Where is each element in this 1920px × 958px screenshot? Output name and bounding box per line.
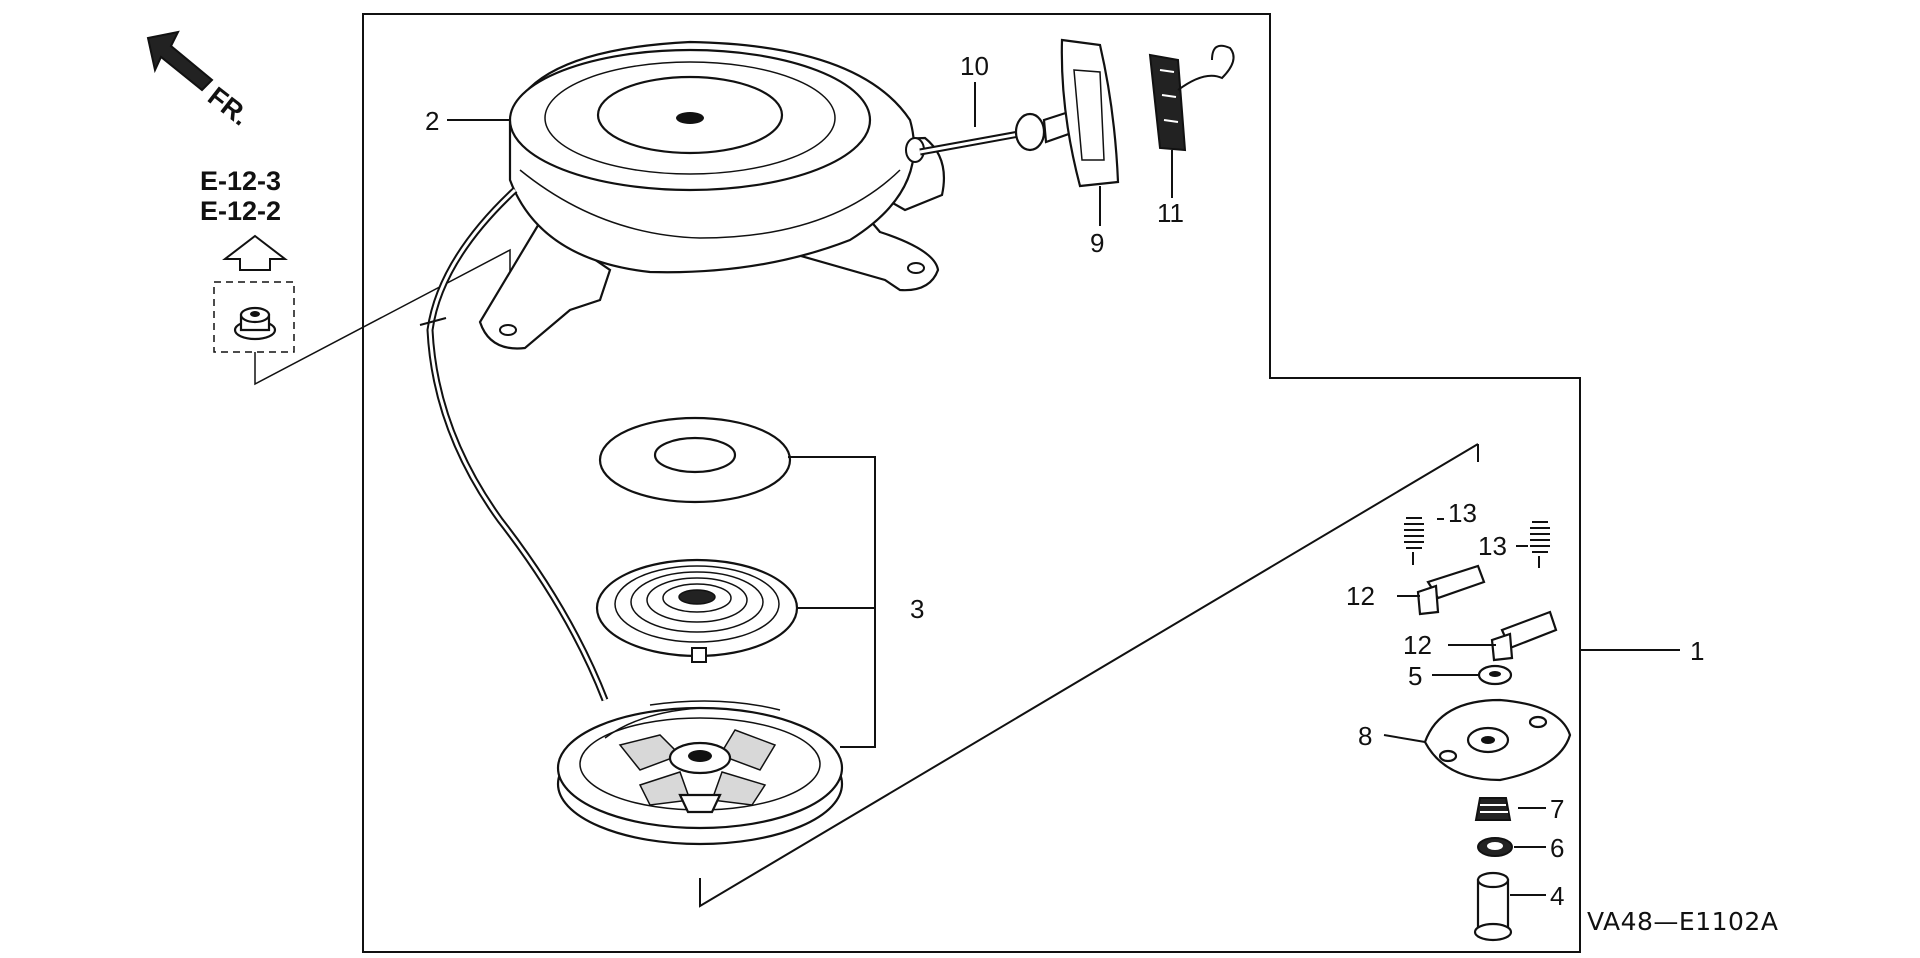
ratchet-guide	[1423, 698, 1572, 782]
starter-grip	[1014, 38, 1120, 188]
callout-13-right: 13	[1478, 531, 1507, 561]
diagram-code: VA48—E1102A	[1587, 907, 1778, 936]
starter-rope-inner	[919, 130, 1031, 154]
callout-13-left: 13	[1448, 498, 1477, 528]
collar	[1473, 871, 1513, 942]
callout-4: 4	[1550, 881, 1564, 911]
front-direction-indicator: FR.	[146, 30, 255, 132]
friction-spring-right	[1530, 521, 1550, 568]
callout-1: 1	[1690, 636, 1704, 666]
callout-12-lower: 12	[1403, 630, 1432, 660]
callout-12-upper: 12	[1346, 581, 1375, 611]
flange-nut-icon	[233, 306, 277, 341]
assembly-bracket	[699, 443, 1479, 908]
part3-bracket	[788, 456, 876, 748]
callout-6: 6	[1550, 833, 1564, 863]
callout-10: 10	[960, 51, 989, 81]
callout-2: 2	[425, 106, 439, 136]
callout-3: 3	[910, 594, 924, 624]
up-arrow-icon	[222, 234, 288, 271]
rope-loop-inner	[428, 188, 607, 701]
callout-9: 9	[1090, 228, 1104, 258]
friction-washer	[1477, 664, 1513, 686]
rope-stopper	[1148, 44, 1235, 152]
reel	[556, 700, 844, 846]
ratchet-right	[1490, 610, 1558, 662]
front-arrow-icon	[146, 30, 214, 92]
reference-group: E-12-3 E-12-2	[200, 166, 511, 386]
callout-8: 8	[1358, 721, 1372, 751]
washer	[598, 416, 792, 504]
diagram-frame	[362, 13, 1581, 953]
set-washer	[1477, 837, 1513, 857]
callout-11: 11	[1157, 198, 1184, 228]
front-label: FR.	[202, 81, 255, 131]
reference-code-1: E-12-3	[200, 166, 281, 196]
reference-code-2: E-12-2	[200, 196, 281, 226]
return-spring	[1474, 797, 1512, 821]
flange-nut-box	[213, 281, 295, 353]
friction-spring-left	[1404, 517, 1424, 565]
spiral-spring	[595, 558, 799, 663]
ratchet-left	[1416, 564, 1486, 616]
callout-7: 7	[1550, 794, 1564, 824]
starter-case	[478, 40, 946, 350]
callout-5: 5	[1408, 661, 1422, 691]
